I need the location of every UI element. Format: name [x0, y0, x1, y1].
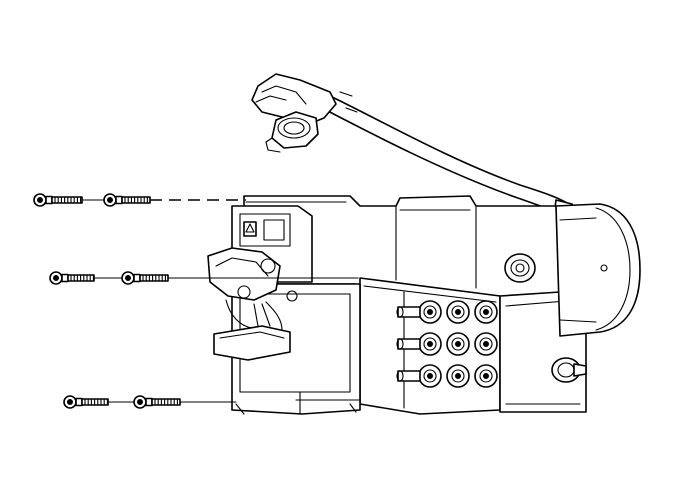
bolt-3	[50, 272, 94, 284]
bleeder-fitting	[552, 358, 586, 382]
port-tube-3	[397, 371, 420, 381]
port-7	[419, 365, 441, 387]
control-module	[208, 206, 312, 360]
bolt-4	[122, 272, 168, 284]
port-3	[475, 301, 497, 323]
bolt-1	[34, 194, 82, 206]
pump-motor	[556, 204, 640, 336]
port-tube-1	[397, 307, 420, 317]
port-9	[475, 365, 497, 387]
port-5	[447, 333, 469, 355]
port-1	[419, 301, 441, 323]
mounting-bolts	[34, 194, 358, 408]
brake-pipe-ports	[397, 301, 497, 387]
port-8	[447, 365, 469, 387]
bolt-2	[104, 194, 150, 206]
bolt-6	[134, 396, 180, 408]
port-4	[419, 333, 441, 355]
bolt-5	[64, 396, 108, 408]
port-6	[475, 333, 497, 355]
port-2	[447, 301, 469, 323]
port-tube-2	[397, 339, 420, 349]
